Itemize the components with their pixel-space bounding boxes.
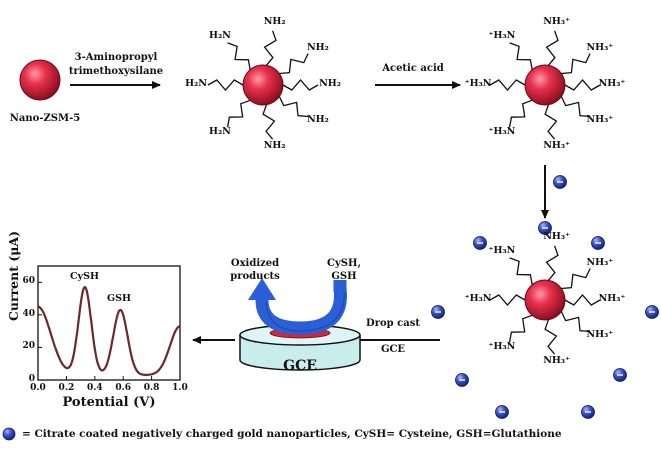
gold-np-icon (538, 221, 552, 235)
amine-group-label: H₂N (209, 126, 231, 138)
oxidized-label-2: products (230, 271, 280, 282)
ammonium-group-label: NH₃⁺ (598, 78, 626, 89)
gold-np-icon (613, 368, 627, 382)
amine-group-label: NH₂ (319, 78, 341, 89)
x-tick-label: 0.8 (143, 383, 160, 393)
oxidation-curved-arrow (248, 278, 347, 335)
gold-np-icon (431, 305, 445, 319)
gold-np-icon (495, 405, 509, 419)
gold-np-icon (645, 305, 659, 319)
y-tick-label: 0 (28, 374, 35, 384)
voltammogram-plot (37, 265, 181, 381)
ammonium-group-p3-label: ⁺H₃N (488, 244, 516, 256)
amine-group-label: NH₂ (263, 15, 286, 27)
amine-group-label: NH₂ (306, 41, 329, 53)
ammonium-group-label: NH₃⁺ (586, 41, 614, 53)
ammonium-group-p3-label: ⁺H₃N (464, 293, 492, 304)
peak-label-gsh: GSH (107, 293, 131, 304)
drop-cast-label: Drop cast (366, 318, 420, 329)
ammonium-group-p3-label: NH₃⁺ (586, 329, 614, 341)
ammonium-functionalized-particle (489, 30, 601, 140)
ammonium-group-label: ⁺H₃N (488, 126, 516, 138)
gold-np-icon (455, 373, 469, 387)
reagent-line-1: 3-Aminopropyl (74, 52, 158, 63)
ammonium-group-label: NH₃⁺ (543, 140, 571, 152)
drop-cast-gce-label: GCE (380, 344, 406, 355)
legend-text: = Citrate coated negatively charged gold… (22, 428, 562, 440)
reagent-line-2: trimethoxysilane (68, 66, 164, 77)
zsm5-particle (19, 59, 61, 101)
ammonium-group-label: ⁺H₃N (488, 29, 516, 41)
plot-frame (37, 265, 181, 381)
acetic-acid-label: Acetic acid (382, 63, 444, 74)
ammonium-group-p3-label: NH₃⁺ (598, 293, 626, 304)
gold-decorated-particle (489, 245, 601, 355)
gold-np-icon (553, 175, 567, 189)
ammonium-group-label: ⁺H₃N (464, 78, 492, 89)
start-label: Nano-ZSM-5 (9, 113, 81, 124)
amine-group-label: H₂N (209, 29, 231, 41)
x-tick-label: 0.6 (115, 383, 132, 393)
ammonium-group-p3-label: NH₃⁺ (543, 355, 571, 367)
y-tick-label: 60 (22, 276, 35, 287)
analyte-label-1: CySH, (327, 258, 361, 269)
ammonium-group-label: NH₃⁺ (586, 114, 614, 126)
gold-np-icon (473, 236, 487, 250)
gold-np-icon (581, 405, 595, 419)
legend-gold-np-icon (2, 427, 16, 441)
electrode-label: GCE (283, 358, 317, 374)
x-tick-label: 0.2 (58, 383, 75, 393)
gold-nanoparticles (431, 175, 659, 419)
plot-axis-ticks (37, 281, 181, 381)
amine-group-label: NH₂ (306, 114, 329, 126)
ammonium-group-p3-label: NH₃⁺ (586, 256, 614, 268)
plot-xlabel: Potential (V) (62, 395, 156, 410)
amine-group-label: H₂N (185, 78, 207, 89)
gold-np-icon (591, 236, 605, 250)
voltammogram-curve (37, 285, 181, 376)
amine-functionalized-particle (207, 30, 319, 140)
ammonium-group-p3-label: ⁺H₃N (488, 341, 516, 353)
ammonium-group-label: NH₃⁺ (543, 15, 571, 27)
x-tick-label: 0.4 (86, 383, 103, 393)
y-tick-label: 20 (22, 341, 35, 352)
x-tick-label: 1.0 (172, 383, 188, 393)
ammonium-group-p3-label: NH₃⁺ (543, 230, 571, 242)
analyte-label-2: GSH (331, 271, 357, 282)
amine-group-label: NH₂ (263, 140, 286, 152)
oxidized-label-1: Oxidized (230, 258, 280, 269)
peak-label-cysh: CySH (70, 271, 99, 282)
x-tick-label: 0.0 (30, 383, 46, 393)
legend: = Citrate coated negatively charged gold… (2, 426, 562, 442)
y-tick-label: 40 (22, 308, 35, 319)
plot-ylabel: Current (μA) (6, 230, 21, 322)
